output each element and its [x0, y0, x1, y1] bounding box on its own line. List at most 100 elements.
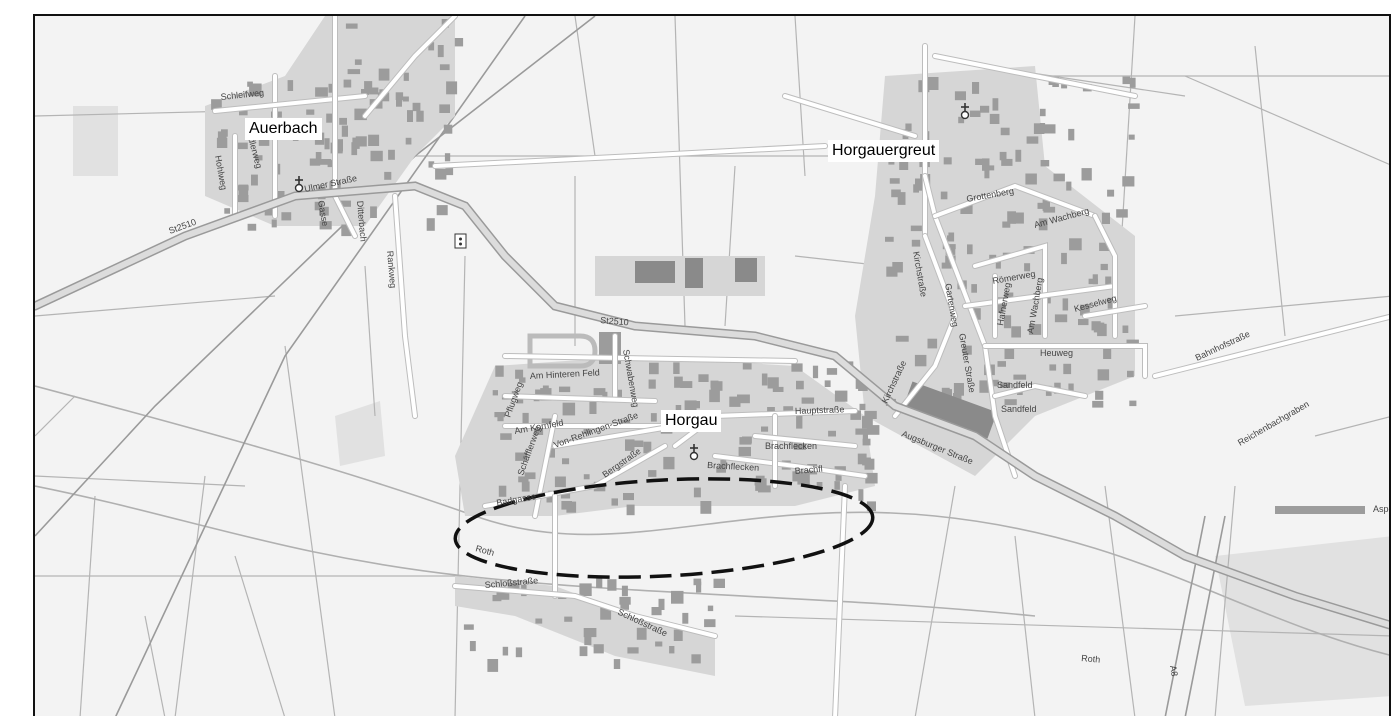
building — [1068, 383, 1074, 396]
building — [1127, 370, 1134, 378]
street-label: Heuweg — [1040, 348, 1073, 358]
building — [1002, 221, 1011, 228]
landuse-patch — [335, 401, 385, 466]
building — [469, 641, 476, 652]
wayside-cross-icon[interactable] — [960, 103, 970, 120]
building — [623, 493, 634, 501]
building — [611, 498, 618, 506]
building — [564, 616, 573, 622]
building — [989, 113, 1000, 124]
building — [1033, 123, 1045, 134]
building — [953, 393, 962, 400]
building — [426, 218, 435, 231]
building — [696, 581, 702, 593]
building — [862, 430, 868, 443]
building — [502, 646, 509, 656]
building — [613, 659, 621, 669]
building — [767, 407, 775, 415]
building — [369, 87, 379, 95]
street-label: Brachflecken — [765, 441, 817, 451]
building — [324, 138, 330, 150]
building — [354, 108, 367, 121]
building — [953, 383, 964, 396]
building — [862, 438, 871, 446]
building — [791, 363, 803, 372]
building — [579, 646, 588, 657]
building — [281, 212, 292, 221]
church-icon[interactable] — [294, 176, 304, 193]
building — [498, 485, 507, 497]
building — [1007, 211, 1016, 224]
building — [1040, 160, 1050, 167]
building — [247, 223, 257, 231]
building — [984, 169, 990, 179]
building — [891, 189, 901, 198]
highlight-ellipse[interactable] — [453, 469, 875, 587]
building — [992, 379, 999, 387]
building — [343, 79, 352, 88]
building — [589, 401, 597, 414]
building — [999, 382, 1011, 388]
building — [862, 457, 871, 466]
sports-track — [527, 333, 598, 369]
building — [834, 481, 840, 490]
street-label: St2510 — [600, 315, 629, 327]
building — [941, 387, 950, 396]
building — [1053, 173, 1065, 182]
place-label-auerbach[interactable]: Auerbach — [245, 118, 322, 140]
building — [454, 38, 464, 47]
building — [1084, 304, 1090, 316]
place-label-horgau[interactable]: Horgau — [661, 410, 722, 432]
industrial-building — [685, 258, 703, 288]
building — [972, 82, 980, 94]
building — [975, 158, 982, 165]
building — [287, 80, 294, 91]
building — [1063, 363, 1072, 375]
building — [1026, 136, 1039, 144]
building — [607, 579, 617, 591]
building — [351, 142, 358, 156]
building — [772, 386, 784, 392]
street-label: Gasse — [316, 200, 330, 227]
building — [999, 151, 1007, 161]
building — [524, 472, 536, 480]
place-label-horgauergreut[interactable]: Horgauergreut — [828, 140, 940, 162]
building — [824, 380, 831, 387]
building — [643, 441, 652, 454]
building — [716, 467, 726, 473]
building — [319, 206, 329, 216]
speed-camera-icon[interactable] — [454, 233, 467, 249]
building — [1107, 189, 1115, 197]
building — [562, 458, 570, 465]
building — [797, 471, 810, 485]
building — [914, 354, 927, 367]
building — [264, 208, 274, 216]
building — [1024, 263, 1031, 272]
building — [236, 195, 249, 203]
building — [542, 385, 549, 394]
building — [326, 113, 335, 123]
building — [1129, 400, 1137, 407]
building — [238, 184, 249, 198]
building — [758, 485, 771, 493]
building — [1080, 304, 1087, 316]
building — [492, 390, 498, 396]
building — [1054, 314, 1068, 323]
building — [497, 412, 504, 422]
building — [866, 501, 876, 512]
building — [1000, 127, 1010, 136]
building — [625, 439, 635, 451]
church-icon[interactable] — [689, 444, 699, 461]
stream — [35, 485, 1036, 617]
building — [1116, 209, 1128, 218]
building — [306, 109, 315, 115]
building — [593, 388, 606, 396]
building — [865, 472, 878, 484]
minor-roads — [212, 16, 1389, 716]
street-label: A8 — [1168, 665, 1180, 678]
railway-line — [1164, 515, 1206, 716]
map-canvas[interactable]: Schleifweg Siedlerweg Hohlweg Ulmer Stra… — [35, 16, 1391, 716]
building — [669, 646, 675, 654]
building — [492, 595, 502, 602]
building — [1042, 198, 1050, 211]
